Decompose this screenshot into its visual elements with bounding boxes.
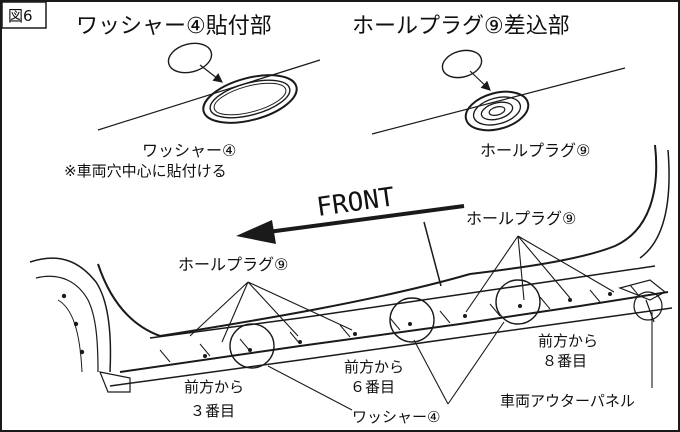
position-3-line2: ３番目 (190, 402, 235, 420)
plug-heading: ホールプラグ⑨差込部 (352, 14, 570, 39)
plug-inset-label: ホールプラグ⑨ (480, 141, 590, 160)
plug-inset-illustration (371, 49, 626, 135)
svg-text:図6: 図6 (8, 7, 33, 25)
leader-lines (189, 235, 653, 411)
position-6-line2: ６番目 (350, 378, 395, 396)
washer-inset-label: ワッシャー④ (142, 141, 236, 160)
sill-holes (203, 292, 612, 358)
washer-inset-note: ※車両穴中心に貼付ける (64, 162, 227, 180)
washer-heading: ワッシャー④貼付部 (76, 14, 272, 39)
washer-bottom-label: ワッシャー④ (352, 408, 440, 426)
position-3-line1: 前方から (184, 378, 244, 396)
position-6-line1: 前方から (344, 358, 404, 376)
front-arrow (236, 204, 465, 244)
position-circles (229, 279, 663, 369)
plug-left-label: ホールプラグ⑨ (178, 255, 288, 274)
outer-panel-label: 車両アウターパネル (500, 392, 635, 410)
figure-label: 図6 (1, 1, 47, 29)
washer-inset-illustration (97, 42, 321, 131)
position-8-line2: ８番目 (542, 352, 587, 370)
position-8-line1: 前方から (538, 332, 598, 350)
plug-right-label: ホールプラグ⑨ (466, 209, 576, 228)
